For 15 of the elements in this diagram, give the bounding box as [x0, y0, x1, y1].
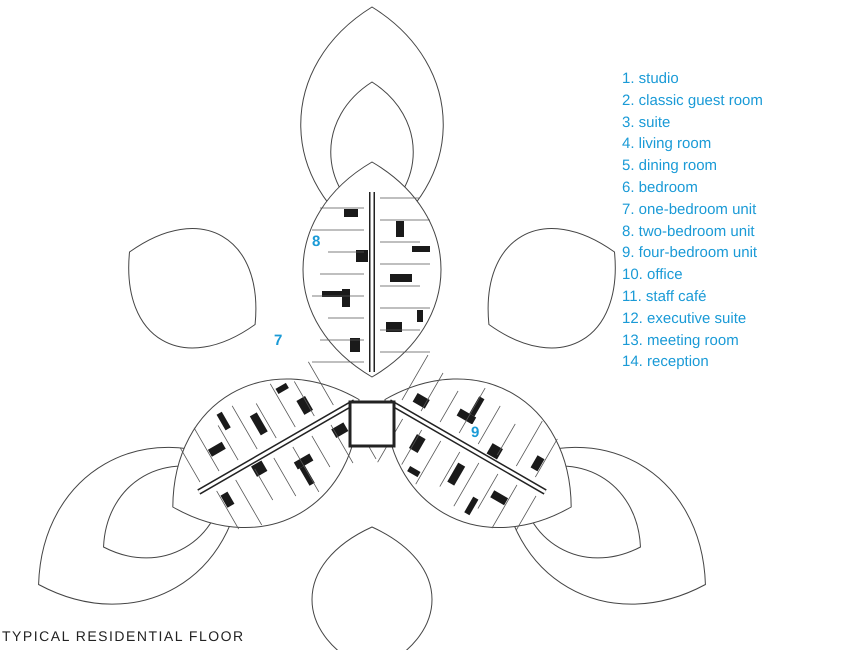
legend-entry: 11. staff café — [622, 286, 708, 307]
legend-entry: 8. two-bedroom unit — [622, 222, 756, 242]
legend-entry: 6. bedroom — [622, 178, 699, 198]
legend-entry: 13. meeting room — [622, 330, 740, 351]
legend-entry: 1. studio — [622, 69, 680, 89]
legend-entry: 3. suite — [622, 112, 672, 133]
legend-entry: 12. executive suite — [622, 308, 748, 329]
legend-entry: 10. office — [622, 265, 684, 286]
legend-entry: 5. dining room — [622, 156, 718, 176]
drawing-title: TYPICAL RESIDENTIAL FLOOR — [2, 628, 245, 644]
legend-entry: 9. four-bedroom unit — [622, 243, 758, 264]
legend-entry: 14. reception — [622, 352, 710, 372]
legend-entry: 2. classic guest room — [622, 90, 763, 111]
legend-entry: 4. living room — [622, 134, 712, 154]
legend-entry: 7. one-bedroom unit — [622, 200, 758, 220]
